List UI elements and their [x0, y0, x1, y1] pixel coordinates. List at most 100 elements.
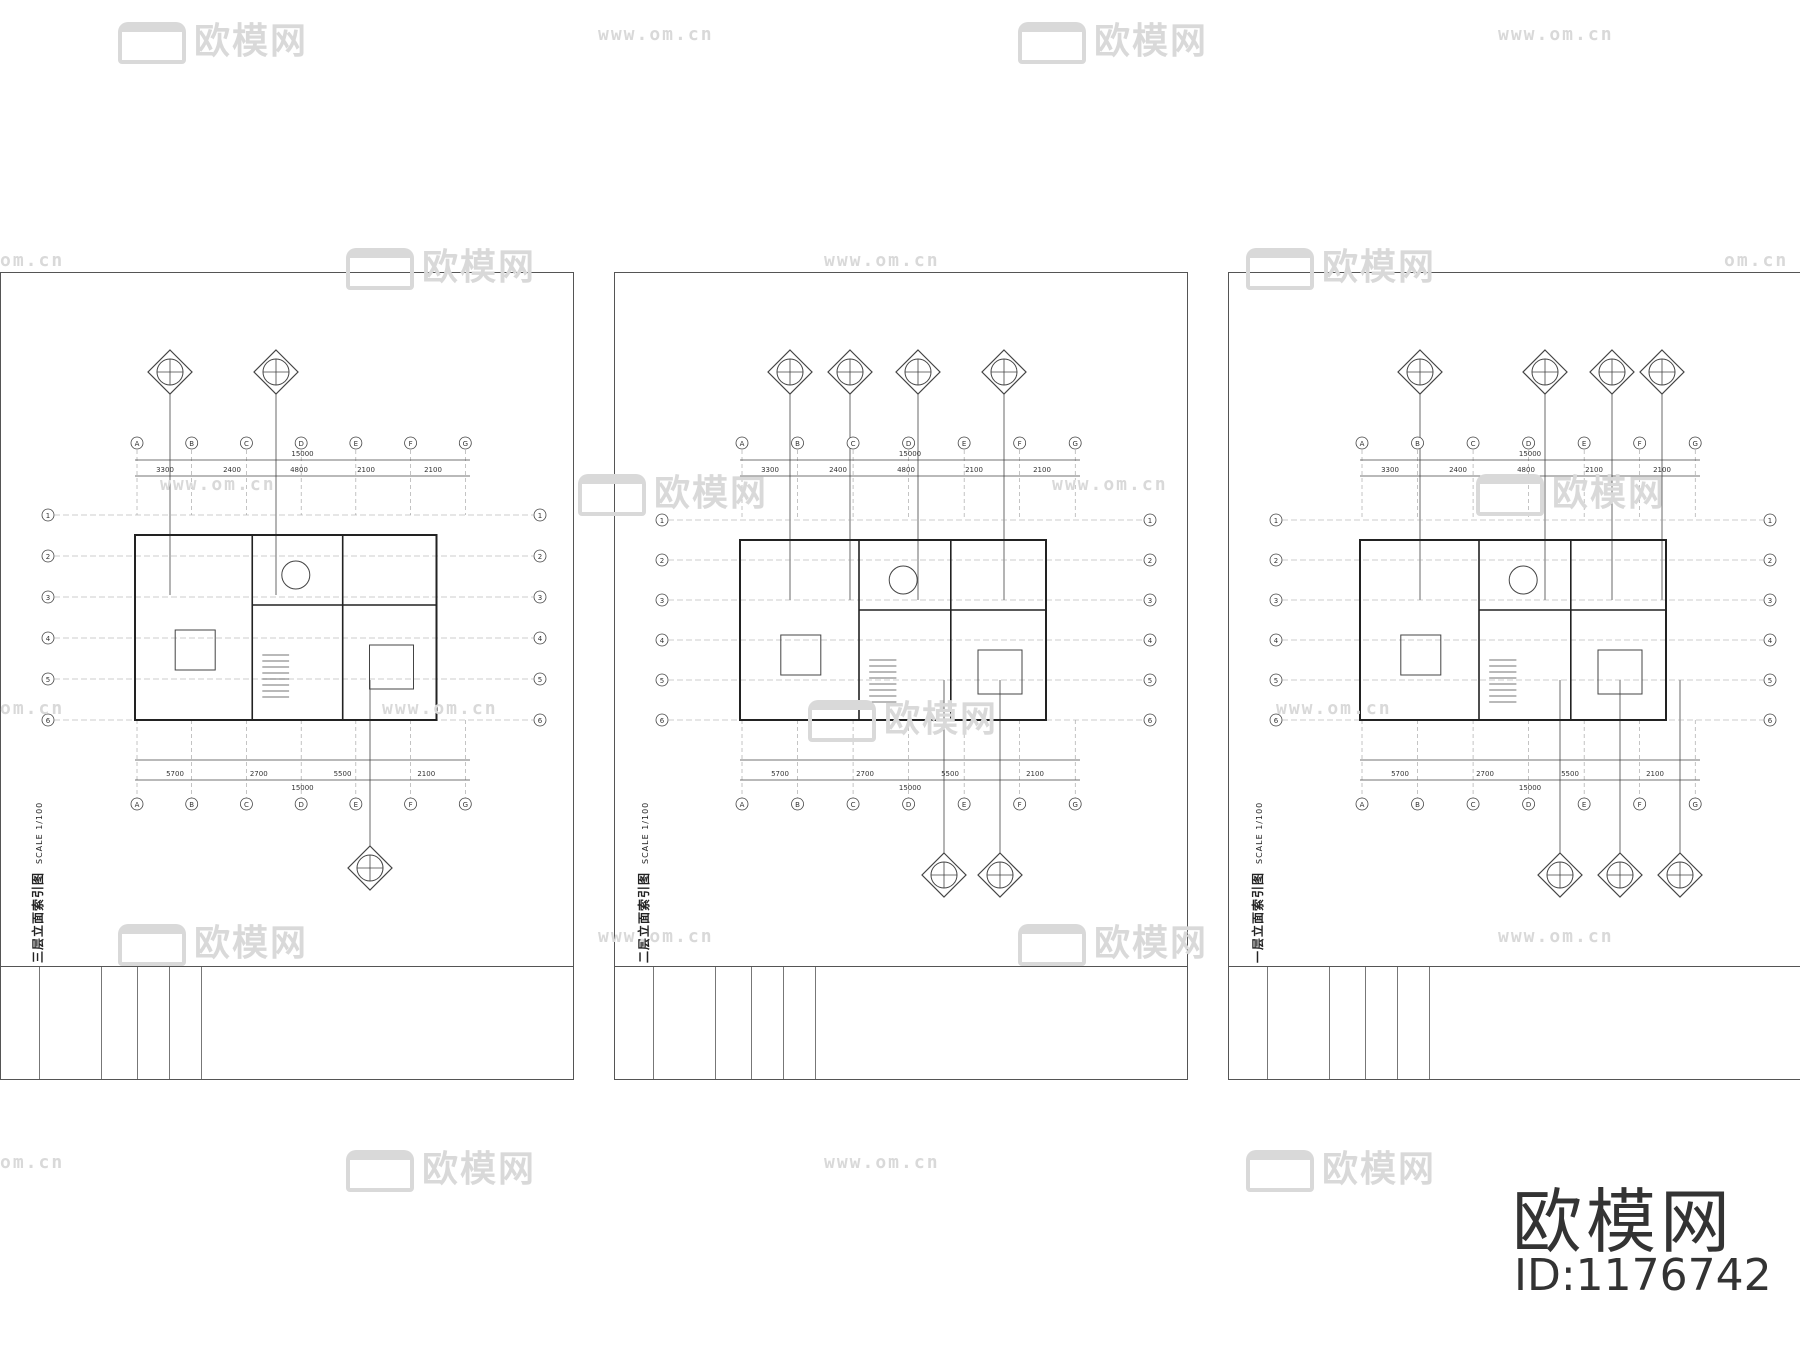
grid-bubble-label: 6: [1148, 717, 1153, 725]
title-block: [1, 966, 573, 1079]
sheet-first-floor: 一层立面索引图SCALE 1/100: [1228, 272, 1800, 1080]
sofa-icon: [1018, 22, 1086, 64]
dimension-text: 5700: [1391, 770, 1409, 778]
dimension-text: 3300: [761, 466, 779, 474]
grid-bubble-label: F: [1638, 801, 1642, 809]
dimension-text: 3300: [156, 466, 174, 474]
grid-bubble-label: A: [1360, 801, 1365, 809]
grid-bubble-label: F: [409, 440, 413, 448]
grid-bubble: [294, 436, 308, 450]
brand-name: 欧模网: [1512, 1181, 1734, 1263]
watermark-logo: 欧模网: [578, 464, 768, 516]
grid-bubble-label: E: [962, 801, 966, 809]
grid-bubble: [1143, 553, 1157, 567]
dimension-text: 2700: [1476, 770, 1494, 778]
watermark-url: www.om.cn: [598, 926, 714, 947]
grid-bubble-label: 4: [538, 635, 543, 643]
title-block-cell: [815, 967, 816, 1079]
dimension-text: 2100: [965, 466, 983, 474]
watermark-url: www.om.cn: [1052, 474, 1168, 495]
grid-bubble-label: 5: [660, 677, 664, 685]
grid-bubble-label: D: [1526, 801, 1531, 809]
grid-bubble-label: F: [1018, 440, 1022, 448]
grid-bubble-label: C: [1471, 801, 1476, 809]
grid-bubble-label: 6: [660, 717, 665, 725]
title-block-cell: [1329, 967, 1330, 1079]
sofa-icon: [808, 700, 876, 742]
grid-bubble-label: 5: [1768, 677, 1772, 685]
grid-bubble-label: 2: [660, 557, 664, 565]
grid-bubble-label: 6: [46, 717, 51, 725]
fixture-icon: [281, 560, 311, 590]
sheet-scale: SCALE 1/100: [1255, 801, 1264, 864]
grid-bubble-label: B: [1415, 801, 1420, 809]
dimension-total: 15000: [291, 450, 313, 458]
grid-bubble: [1466, 436, 1480, 450]
watermark-logo-text: 欧模网: [1552, 473, 1667, 514]
grid-bubble-label: 5: [46, 676, 50, 684]
grid-bubble: [902, 436, 915, 450]
grid-bubble: [791, 436, 804, 450]
watermark-url: www.om.cn: [824, 250, 940, 271]
watermark-logo: 欧模网: [1246, 238, 1436, 290]
grid-bubble: [1068, 436, 1082, 450]
dimension-text: 5700: [166, 770, 184, 778]
grid-bubble: [1411, 436, 1424, 450]
grid-bubble-label: G: [1072, 801, 1077, 809]
bed-icon: [1400, 634, 1442, 676]
grid-bubble-label: 3: [660, 597, 664, 605]
watermark-url: om.cn: [0, 250, 65, 271]
dimension-text: 2400: [223, 466, 241, 474]
grid-bubble-label: G: [463, 801, 468, 809]
grid-bubble-label: A: [135, 440, 140, 448]
watermark-logo: 欧模网: [346, 238, 536, 290]
grid-bubble-label: 1: [1148, 517, 1152, 525]
watermark-logo: 欧模网: [1018, 914, 1208, 966]
grid-bubble-label: 6: [1274, 717, 1279, 725]
grid-bubble-label: G: [1692, 440, 1697, 448]
grid-bubble-label: 1: [538, 512, 542, 520]
grid-bubble-label: B: [189, 801, 194, 809]
watermark-logo-text: 欧模网: [422, 1149, 537, 1190]
watermark-url: www.om.cn: [160, 474, 276, 495]
grid-bubble: [1633, 436, 1647, 450]
grid-bubble-label: A: [740, 440, 745, 448]
grid-bubble-label: D: [298, 440, 303, 448]
dimension-text: 4800: [897, 466, 915, 474]
sofa-icon: [1018, 924, 1086, 966]
dimension-text: 2100: [417, 770, 435, 778]
grid-bubble-label: B: [795, 801, 800, 809]
grid-bubble: [1013, 436, 1027, 450]
fixture-icon: [888, 565, 918, 595]
sheet-second-floor: 二层立面索引图SCALE 1/100: [614, 272, 1188, 1080]
elevation-marker-icon: [1657, 852, 1703, 898]
grid-bubble-label: E: [1582, 440, 1586, 448]
grid-bubble: [1577, 436, 1591, 450]
grid-bubble: [349, 436, 363, 450]
dimension-text: 4800: [1517, 466, 1535, 474]
dimension-total: 15000: [899, 450, 921, 458]
grid-bubble: [957, 436, 971, 450]
grid-bubble-label: 4: [1274, 637, 1279, 645]
grid-bubble-label: A: [135, 801, 140, 809]
table-icon: [1597, 649, 1643, 695]
dimension-text: 3300: [1381, 466, 1399, 474]
grid-bubble: [130, 436, 144, 450]
grid-bubble-label: 5: [538, 676, 542, 684]
grid-bubble-label: E: [354, 440, 358, 448]
title-block-cell: [1365, 967, 1366, 1079]
grid-bubble-label: E: [962, 440, 966, 448]
grid-bubble-label: D: [906, 801, 911, 809]
grid-bubble-label: 2: [1148, 557, 1152, 565]
grid-bubble: [1143, 593, 1157, 607]
dimension-total: 15000: [1519, 784, 1541, 792]
title-block-cell: [1429, 967, 1430, 1079]
dimension-total: 15000: [899, 784, 921, 792]
sofa-icon: [118, 22, 186, 64]
grid-bubble-label: 4: [1148, 637, 1153, 645]
grid-bubble-label: 2: [1768, 557, 1772, 565]
title-block-cell: [1267, 967, 1268, 1079]
grid-bubble-label: C: [851, 801, 856, 809]
